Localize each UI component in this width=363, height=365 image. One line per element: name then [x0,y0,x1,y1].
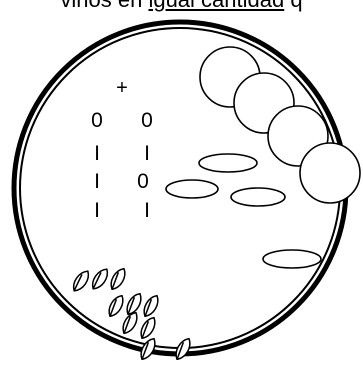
ellipse-2 [166,180,218,198]
right-column-1: I [144,142,150,165]
large-circle-4 [300,143,360,203]
leaf-shape [137,315,158,341]
leaf-shape [107,266,128,292]
caption-after: q [284,0,302,12]
caption-text: vinos en igual cantidad q [0,0,363,13]
ellipse-3 [231,188,285,206]
left-column-1: I [94,142,100,165]
left-column-3: I [94,199,100,222]
leaf-shape [89,266,111,292]
leaf-shape [105,293,126,319]
leaf-shape [70,268,92,294]
right-column-0: 0 [141,109,153,132]
ellipse-4 [263,250,321,268]
caption-before: vinos en [60,0,148,12]
right-column-2: 0 [137,170,149,193]
leaf-shape [140,293,161,319]
plus-sign: + [116,77,128,99]
dish-outer-ring [14,22,346,354]
caption-underlined: igual cantidad [148,0,284,12]
ellipse-1 [199,154,257,172]
right-column-3: I [144,199,150,222]
left-column-2: I [94,170,100,193]
left-column-0: 0 [91,109,103,132]
dish-inner-ring [20,28,340,348]
